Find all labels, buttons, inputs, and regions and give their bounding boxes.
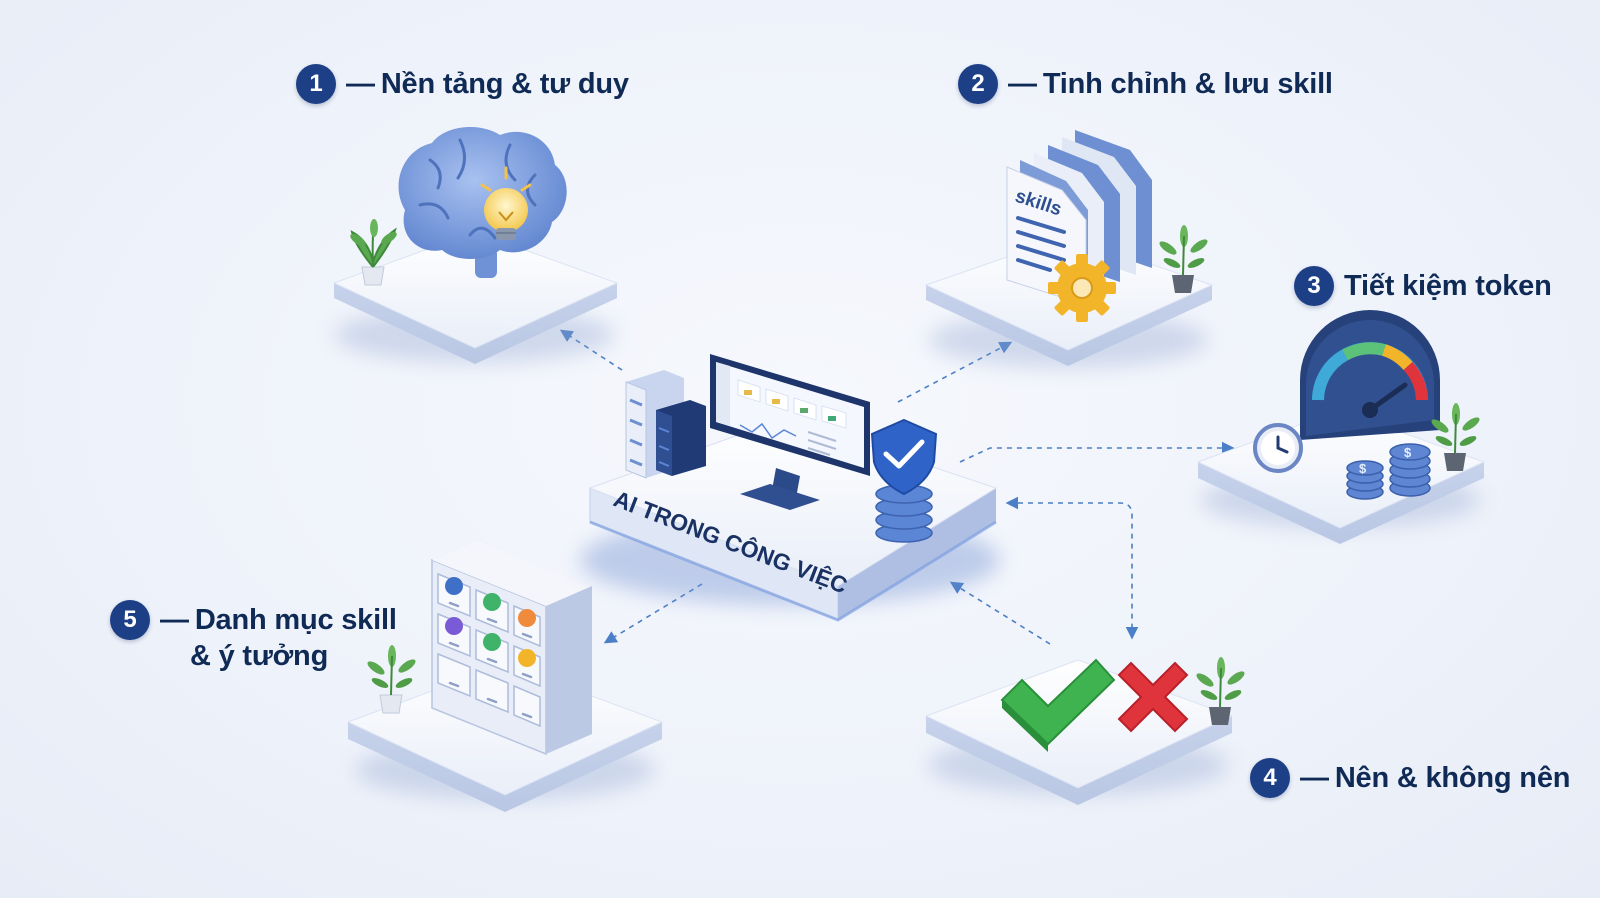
- speedometer-coins-icon: $ $: [1253, 310, 1440, 500]
- drawer-cabinet-icon: [431, 540, 592, 756]
- module-1-badge: 1: [296, 64, 336, 104]
- module-4-title: Nên & không nên: [1334, 762, 1571, 794]
- module-1-label[interactable]: 1 —Nền tảng & tư duy: [296, 64, 629, 104]
- skills-documents-gear-icon: skills: [1006, 130, 1152, 322]
- check-cross-icon: [1000, 658, 1189, 752]
- module-2-label[interactable]: 2 —Tinh chỉnh & lưu skill: [958, 64, 1333, 104]
- plant-icon: [350, 219, 397, 286]
- connector-module-4-loop: [1005, 496, 1139, 640]
- module-1-platform: [332, 231, 619, 364]
- module-2-badge: 2: [958, 64, 998, 104]
- connector-to-module-5: [603, 583, 703, 644]
- module-4-label[interactable]: 4 —Nên & không nên: [1250, 758, 1571, 798]
- module-1-title: Nền tảng & tư duy: [380, 68, 629, 100]
- plant-icon: [1196, 657, 1245, 725]
- module-2-title: Tinh chỉnh & lưu skill: [1042, 68, 1333, 100]
- module-3-badge: 3: [1294, 266, 1334, 306]
- module-3-title: Tiết kiệm token: [1344, 270, 1552, 302]
- connector-to-module-2: [897, 341, 1013, 403]
- connector-from-module-4: [949, 581, 1051, 645]
- module-4-platform: [924, 659, 1234, 805]
- connectors: [559, 329, 1235, 645]
- connector-to-module-3: [959, 441, 1235, 463]
- brain-lightbulb-icon: [398, 127, 567, 278]
- module-5-title: Danh mục skill: [194, 604, 397, 636]
- plant-icon: [1431, 403, 1480, 471]
- connector-to-module-1: [559, 329, 623, 371]
- plant-icon: [1159, 225, 1208, 293]
- module-5-title-line2: & ý tưởng: [190, 640, 329, 672]
- plant-icon: [367, 645, 416, 714]
- svg-text:$: $: [1404, 445, 1412, 460]
- svg-text:$: $: [1359, 461, 1367, 476]
- module-5-badge: 5: [110, 600, 150, 640]
- monitor-dashboard-icon: [710, 354, 870, 510]
- module-3-label[interactable]: 3 Tiết kiệm token: [1294, 266, 1552, 306]
- module-5-label[interactable]: 5 —Danh mục skill & ý tưởng: [110, 600, 397, 674]
- server-rack-icon: [625, 370, 706, 479]
- module-4-badge: 4: [1250, 758, 1290, 798]
- shield-database-icon: [870, 418, 938, 543]
